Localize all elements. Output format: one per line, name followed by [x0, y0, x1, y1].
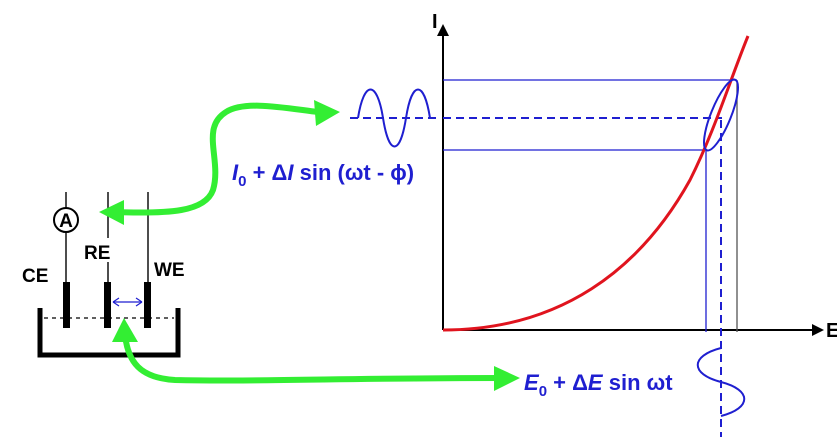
- we-label: WE: [154, 260, 185, 281]
- electrochemical-cell: A CE RE WE: [22, 192, 185, 358]
- ammeter-label: A: [59, 211, 73, 232]
- iv-curve: [442, 35, 750, 332]
- ammeter: [53, 207, 79, 233]
- current-arrow-head-right: [314, 100, 340, 126]
- potential-arrow-head-up: [112, 318, 138, 342]
- re-label: RE: [84, 243, 110, 264]
- potential-sine-wave: [696, 347, 746, 417]
- current-signal: [350, 88, 440, 148]
- y-axis-label: I: [432, 11, 438, 33]
- potential-equation: E0 + ΔE sin ωt: [524, 370, 673, 400]
- potential-arrow-path: [122, 332, 503, 384]
- current-arrow-path: [109, 102, 321, 216]
- current-arrow-head-left: [99, 200, 124, 225]
- counter-electrode: [63, 282, 70, 328]
- current-sine-wave: [357, 88, 431, 148]
- current-equation: I0 + ΔI sin (ωt - ϕ): [232, 160, 414, 190]
- cell-beaker: [37, 308, 181, 358]
- signal-arrows: [99, 100, 520, 391]
- potential-arrow-head-right: [494, 366, 520, 391]
- lissajous-ellipse: [703, 78, 739, 152]
- working-electrode: [144, 282, 151, 328]
- x-axis-label: E: [826, 320, 837, 342]
- ce-label: CE: [22, 266, 48, 287]
- reference-electrode: [104, 282, 111, 328]
- iv-plot: I E: [432, 11, 837, 437]
